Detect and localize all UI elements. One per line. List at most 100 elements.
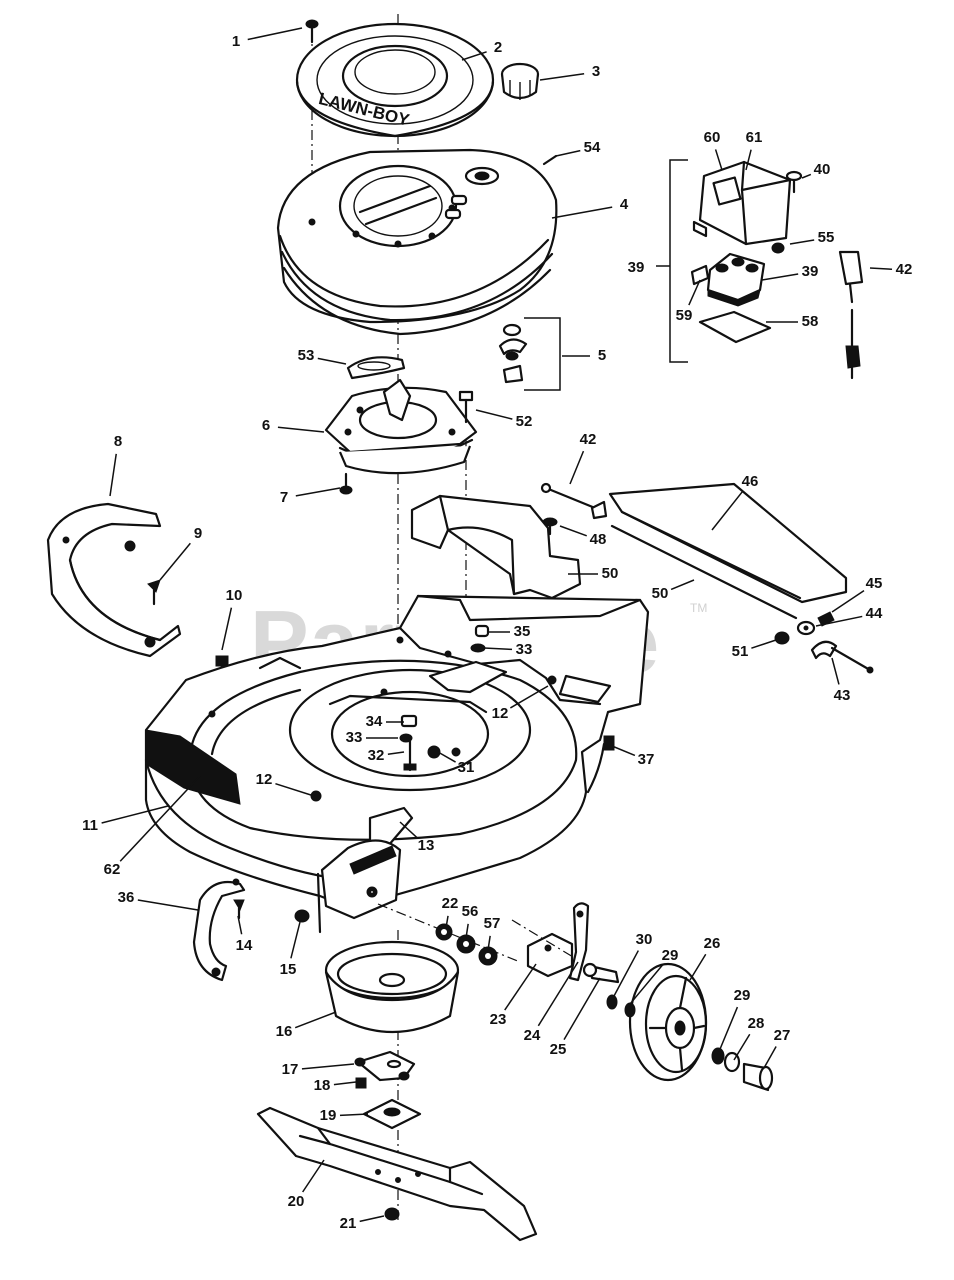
callout-c28: 28 (748, 1015, 765, 1032)
part-54-pin (542, 154, 558, 166)
callout-c33b: 33 (346, 729, 363, 746)
callout-c56: 56 (462, 903, 479, 920)
leader-c8 (109, 453, 117, 497)
leader-c12a (509, 685, 549, 709)
part-27-axle (742, 1062, 774, 1092)
leader-c31 (437, 751, 456, 763)
leader-c24 (537, 961, 579, 1027)
callout-c36: 36 (118, 889, 135, 906)
leader-c55 (789, 239, 815, 245)
part-58-pad (698, 310, 772, 344)
callout-c31: 31 (458, 759, 475, 776)
leader-c37 (611, 745, 636, 757)
callout-c62: 62 (104, 861, 121, 878)
leader-c54 (555, 149, 581, 157)
part-46-cover-plate (608, 482, 848, 604)
part-16-drum (324, 940, 460, 1034)
leader-c12b (275, 782, 315, 797)
part-5-fastener-group (498, 317, 561, 391)
part-59-pad (690, 264, 710, 286)
part-52-bolt (458, 390, 474, 424)
part-21-nut (384, 1207, 400, 1221)
part-53-gasket (346, 356, 406, 380)
leader-c21 (359, 1215, 385, 1223)
callout-c39b: 39 (802, 263, 819, 280)
callout-c17: 17 (282, 1061, 299, 1078)
part-48-bolt (542, 517, 558, 536)
callout-c10: 10 (226, 587, 243, 604)
part-44-nut (796, 620, 816, 636)
callout-c21: 21 (340, 1215, 357, 1232)
leader-c44 (815, 615, 863, 627)
leader-c45 (831, 590, 865, 613)
callout-c60: 60 (704, 129, 721, 146)
leader-c7 (295, 487, 341, 497)
leader-c29a (629, 964, 663, 1005)
leader-c52 (475, 409, 513, 420)
callout-c19: 19 (320, 1107, 337, 1124)
callout-c12a: 12 (492, 705, 509, 722)
callout-c6: 6 (262, 417, 270, 434)
part-6-engine-base (324, 378, 478, 475)
leader-c28 (733, 1033, 751, 1061)
callout-c54: 54 (584, 139, 601, 156)
part-1-screw (305, 19, 319, 44)
leader-c59 (688, 279, 701, 306)
leader-c33a (483, 647, 513, 651)
leader-c15 (290, 921, 301, 959)
part-23-bracket (511, 919, 579, 978)
leader-c62 (119, 775, 201, 862)
callout-c30: 30 (636, 931, 653, 948)
callout-c9: 9 (194, 525, 202, 542)
callout-c3: 3 (592, 63, 600, 80)
callout-c53: 53 (298, 347, 315, 364)
part-25-axle-bolt (582, 962, 620, 984)
callout-c48: 48 (590, 531, 607, 548)
callout-c15: 15 (280, 961, 297, 978)
leader-c32 (387, 751, 405, 756)
callout-c35: 35 (514, 623, 531, 640)
callout-c45: 45 (866, 575, 883, 592)
callout-c2: 2 (494, 39, 502, 56)
callout-c14: 14 (236, 937, 253, 954)
part-15-nut (294, 909, 310, 923)
callout-c29b: 29 (734, 987, 751, 1004)
part-19-plate (362, 1098, 422, 1130)
leader-c4 (551, 206, 613, 219)
callout-c52: 52 (516, 413, 533, 430)
callout-c42b: 42 (896, 261, 913, 278)
part-34-nut (400, 714, 418, 728)
part-50-rod (610, 524, 798, 620)
callout-c22: 22 (442, 895, 459, 912)
leader-c42a (569, 450, 585, 485)
part-2-engine-cover: LAWN-BOY (295, 22, 495, 138)
part-36-bracket (192, 878, 246, 982)
leader-c27 (763, 1046, 777, 1069)
part-30-washer (606, 994, 618, 1010)
callout-c51: 51 (732, 643, 749, 660)
part-37-bolt (603, 735, 615, 751)
leader-c50b (670, 579, 695, 591)
callout-c50a: 50 (602, 565, 619, 582)
part-45-screw (817, 611, 835, 627)
callout-c27: 27 (774, 1027, 791, 1044)
part-51-nut (774, 631, 790, 645)
callout-c16: 16 (276, 1023, 293, 1040)
leader-c40 (801, 173, 812, 179)
part-29-washer-outer (711, 1047, 725, 1065)
leader-c11 (101, 805, 169, 824)
leader-c9 (159, 542, 191, 581)
callout-c58: 58 (802, 313, 819, 330)
part-29-washer-inner (624, 1002, 636, 1018)
part-7-bolt (339, 472, 353, 495)
part-32-bolt (403, 738, 417, 772)
part-18-bolt (355, 1077, 367, 1089)
part-40-screw (785, 170, 803, 194)
callout-c12b: 12 (256, 771, 273, 788)
part-33-washer-upper (470, 643, 486, 653)
part-22-washer (435, 923, 453, 941)
group-39-bracket (669, 159, 688, 363)
leader-c16 (294, 1011, 337, 1029)
leader-c36 (137, 899, 199, 911)
part-55-nut (771, 242, 785, 254)
